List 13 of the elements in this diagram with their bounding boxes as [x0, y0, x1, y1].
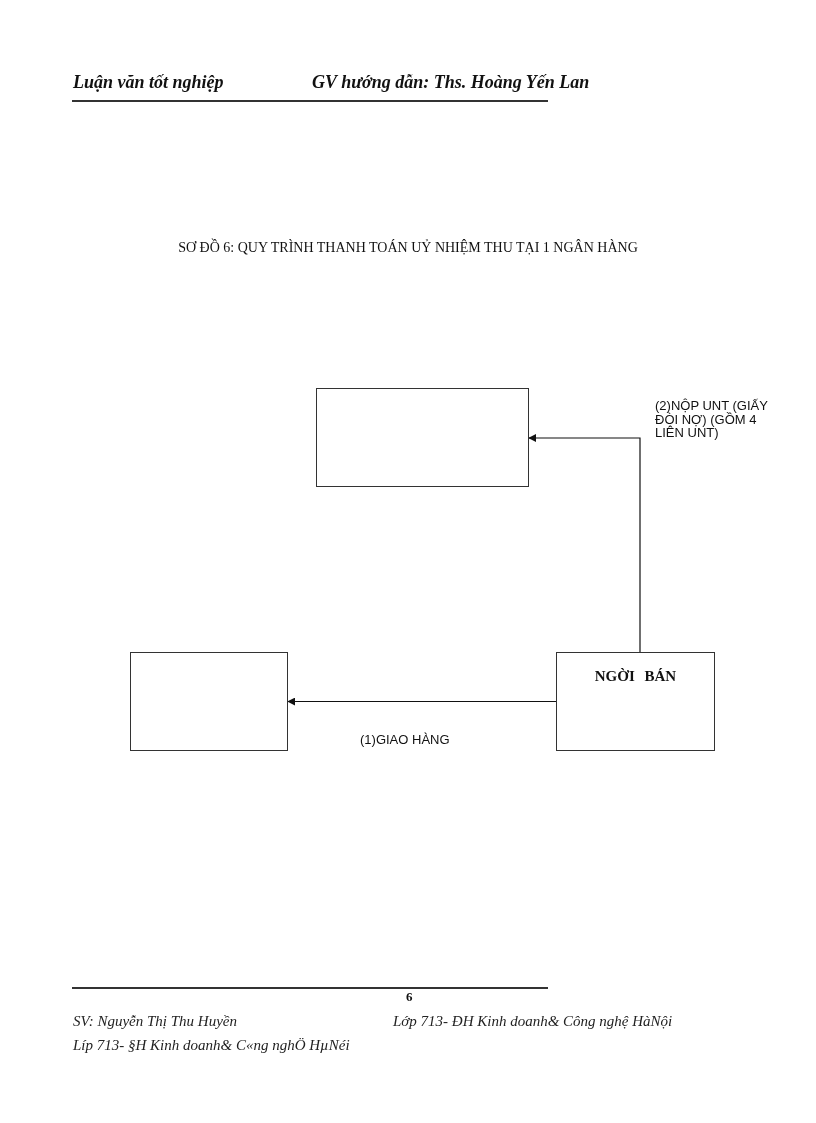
header-text: Luận văn tốt nghiệp: [73, 72, 224, 94]
footer-text: Líp 713- §H Kinh doanh& C«ng nghÖ HµNéi: [73, 1036, 350, 1054]
process-box: [556, 652, 715, 751]
arrow: [287, 697, 557, 706]
header-text: GV hướng dẫn: Ths. Hoàng Yến Lan: [312, 72, 590, 94]
empty-box: [316, 388, 529, 487]
footer-text: Lớp 713- ĐH Kinh doanh& Công nghệ HàNội: [393, 1012, 673, 1030]
node-title: NGỜI BÁN: [594, 667, 677, 685]
empty-box: [130, 652, 288, 751]
footer-text: SV: Nguyễn Thị Thu Huyền: [73, 1012, 237, 1030]
page-number: 6: [406, 989, 413, 1005]
diagram-title: SƠ ĐỒ 6: QUY TRÌNH THANH TOÁN UỶ NHIỆM THU TẠI 1 NGÂN HÀNG: [178, 240, 638, 257]
arrow: [528, 434, 641, 653]
